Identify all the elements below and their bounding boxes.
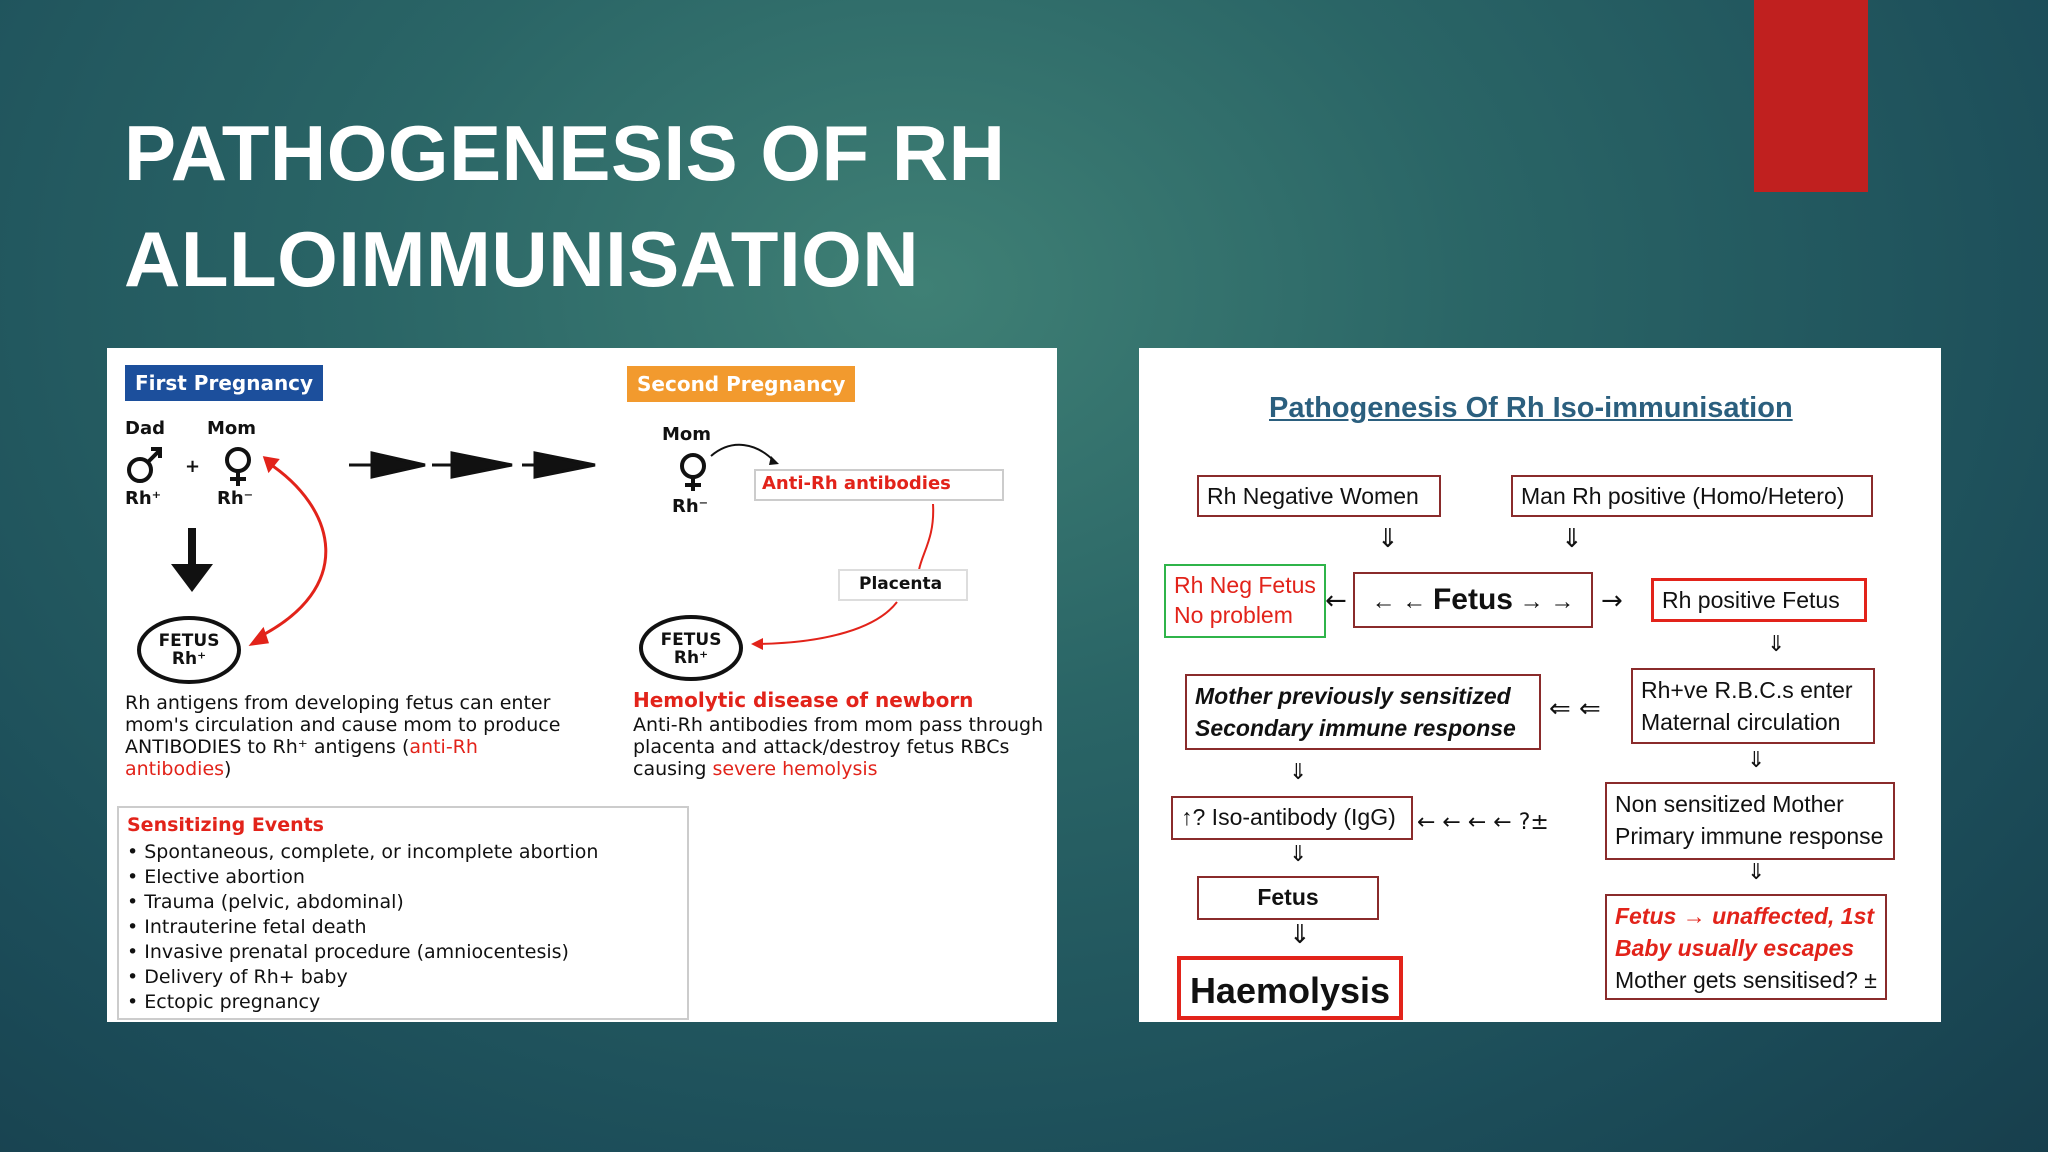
down-arrow-icon: ⇓ — [1289, 760, 1308, 785]
mother-prev-line2: Secondary immune response — [1195, 715, 1516, 741]
dad-rh-label: Rh⁺ — [125, 488, 162, 509]
fetus-lower-box: Fetus — [1197, 876, 1379, 920]
hdn-title: Hemolytic disease of newborn — [633, 688, 974, 712]
down-arrow-icon: ⇓ — [1747, 860, 1766, 885]
red-curved-arrow-icon — [248, 456, 328, 646]
list-item: Delivery of Rh+ baby — [127, 965, 679, 990]
fetus-text: FETUS — [158, 631, 220, 651]
flowchart-title: Pathogenesis Of Rh Iso-immunisation — [1269, 392, 1793, 424]
non-sensitized-mother-box: Non sensitized Mother Primary immune res… — [1605, 782, 1895, 860]
title-line-1: PATHOGENESIS OF RH — [124, 109, 1006, 197]
list-item: Spontaneous, complete, or incomplete abo… — [127, 840, 679, 865]
mom-label: Mom — [207, 418, 257, 439]
non-sensitized-line2: Primary immune response — [1615, 823, 1884, 849]
double-left-arrow-icon: ⇐ ⇐ — [1549, 694, 1601, 724]
rbc-enter-line2: Maternal circulation — [1641, 709, 1841, 735]
first-text-red: anti-Rh antibodies — [125, 736, 478, 780]
haemolysis-box: Haemolysis — [1177, 956, 1403, 1020]
left-arrows-row-icon: ← ← ← ← ?± — [1417, 810, 1549, 835]
unaffected-line2: Baby usually escapes — [1615, 935, 1855, 961]
down-arrow-icon: ⇓ — [1289, 842, 1308, 867]
fetus-ellipse-second — [639, 615, 743, 681]
rh-negative-women-box: Rh Negative Women — [1197, 475, 1441, 517]
fetus-ellipse-first — [137, 616, 241, 684]
down-arrow-icon — [171, 528, 213, 592]
hdn-text-part1: Anti-Rh antibodies from mom pass through… — [633, 714, 1044, 780]
rh-flowchart-right: Pathogenesis Of Rh Iso-immunisation Rh N… — [1139, 348, 1941, 1022]
sensitizing-title: Sensitizing Events — [127, 814, 324, 836]
rh-neg-fetus-line1: Rh Neg Fetus — [1174, 572, 1316, 598]
rh-positive-fetus-box: Rh positive Fetus — [1651, 578, 1867, 622]
first-text-part2: ) — [224, 758, 232, 780]
rh-neg-fetus-line2: No problem — [1174, 602, 1293, 628]
anti-rh-label: Anti-Rh antibodies — [762, 473, 951, 494]
right-arrows-icon: → → — [1513, 588, 1575, 615]
fetus-rh-text: Rh⁺ — [171, 649, 207, 669]
second-pregnancy-tag: Second Pregnancy — [627, 366, 856, 402]
placenta-fetus-arrow — [756, 601, 898, 645]
antibody-placenta-line — [918, 503, 935, 571]
rh-diagram-left: First Pregnancy Second Pregnancy Dad Mom… — [107, 348, 1057, 1022]
list-item: Elective abortion — [127, 865, 679, 890]
iso-antibody-box: ↑? Iso-antibody (IgG) — [1171, 796, 1413, 840]
down-arrow-icon: ⇓ — [1767, 632, 1786, 657]
male-symbol-icon — [127, 447, 162, 483]
fetus-text-2: FETUS — [660, 630, 722, 650]
mother-prev-line1: Mother previously sensitized — [1195, 683, 1511, 709]
down-arrow-icon: ⇓ — [1747, 748, 1766, 773]
fetus-rh-text-2: Rh⁺ — [673, 648, 709, 668]
placenta-box — [838, 569, 968, 601]
slide-title: PATHOGENESIS OF RH ALLOIMMUNISATION — [124, 100, 1006, 312]
sensitizing-events-box: Sensitizing Events Spontaneous, complete… — [117, 806, 689, 1020]
fetus-label-second: FETUS Rh⁺ — [641, 631, 741, 667]
title-line-2: ALLOIMMUNISATION — [124, 215, 920, 303]
rbc-enter-line1: Rh+ve R.B.C.s enter — [1641, 677, 1853, 703]
unaffected-line1: Fetus → unaffected, 1st — [1615, 903, 1875, 929]
mom-rh-label: Rh⁻ — [217, 488, 254, 509]
list-item: Invasive prenatal procedure (amniocentes… — [127, 940, 679, 965]
down-arrow-icon: ⇓ — [1377, 524, 1399, 554]
left-arrow-icon: ← — [1325, 586, 1347, 616]
list-item: Ectopic pregnancy — [127, 990, 679, 1015]
mother-previously-sensitized-box: Mother previously sensitized Secondary i… — [1185, 674, 1541, 750]
fetus-center-box: ← ← Fetus → → — [1353, 572, 1593, 628]
female-symbol-icon — [225, 447, 251, 486]
list-item: Intrauterine fetal death — [127, 915, 679, 940]
right-arrow-icon: → — [1601, 586, 1623, 616]
rbc-enter-box: Rh+ve R.B.C.s enter Maternal circulation — [1631, 668, 1875, 744]
rh-neg-fetus-box: Rh Neg Fetus No problem — [1164, 564, 1326, 638]
fetus-center-text: Fetus — [1432, 583, 1513, 616]
triple-right-arrow-icon — [349, 451, 596, 479]
placenta-label: Placenta — [859, 574, 943, 594]
unaffected-line3: Mother gets sensitised? ± — [1615, 967, 1877, 993]
first-text-part1: Rh antigens from developing fetus can en… — [125, 692, 561, 758]
hdn-description: Anti-Rh antibodies from mom pass through… — [633, 714, 1057, 780]
sensitizing-list: Spontaneous, complete, or incomplete abo… — [127, 840, 679, 1015]
left-arrows-icon: ← ← — [1371, 588, 1433, 615]
list-item: Trauma (pelvic, abdominal) — [127, 890, 679, 915]
first-pregnancy-tag: First Pregnancy — [125, 365, 324, 401]
down-arrow-icon: ⇓ — [1561, 524, 1583, 554]
fetus-label-first: FETUS Rh⁺ — [139, 632, 239, 668]
down-arrow-icon: ⇓ — [1289, 920, 1311, 950]
plus-sign: + — [185, 456, 201, 477]
female-symbol-icon-2 — [680, 453, 706, 491]
anti-rh-box — [754, 469, 1004, 501]
first-pregnancy-description: Rh antigens from developing fetus can en… — [125, 692, 565, 780]
man-rh-positive-box: Man Rh positive (Homo/Hetero) — [1511, 475, 1873, 517]
mom2-label: Mom — [662, 424, 712, 445]
hdn-text-red: severe hemolysis — [712, 758, 878, 780]
mom-to-antibody-arrow-icon — [710, 443, 776, 463]
fetus-unaffected-box: Fetus → unaffected, 1st Baby usually esc… — [1605, 894, 1887, 1000]
mom2-rh-label: Rh⁻ — [672, 496, 709, 517]
dad-label: Dad — [125, 418, 165, 439]
accent-tab — [1754, 0, 1868, 192]
left-diagram-graphics — [127, 443, 1004, 684]
non-sensitized-line1: Non sensitized Mother — [1615, 791, 1844, 817]
